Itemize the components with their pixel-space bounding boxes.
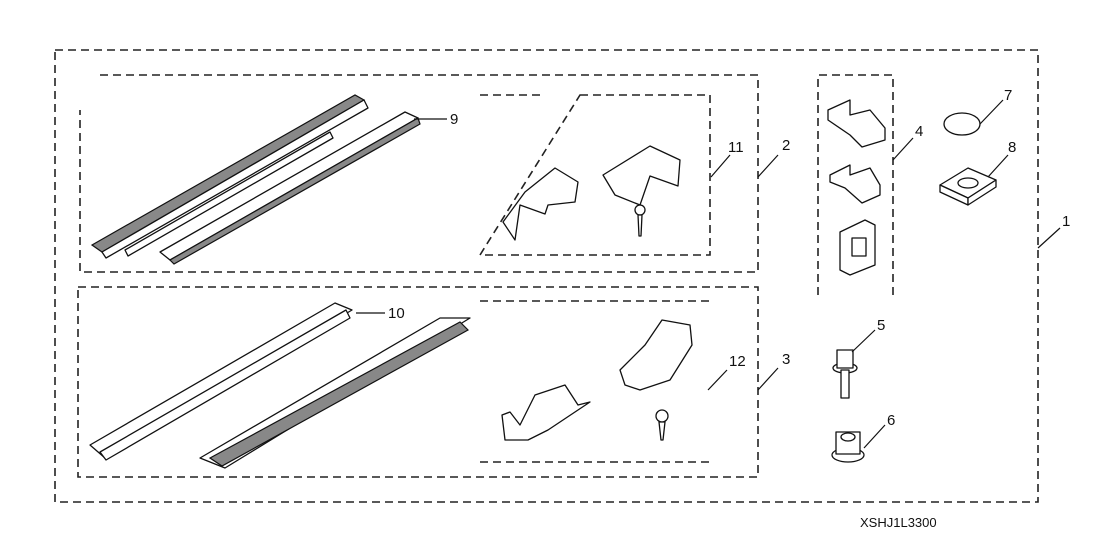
callout-2: 2 xyxy=(782,137,790,154)
callout-12: 12 xyxy=(729,353,746,370)
end-cap-set-11 xyxy=(502,145,681,241)
leader-12 xyxy=(707,369,728,391)
leader-8 xyxy=(987,154,1009,178)
callout-7: 7 xyxy=(1004,87,1012,104)
lower-rails-10 xyxy=(89,302,471,469)
square-washer-8 xyxy=(939,167,997,206)
upper-rails-9 xyxy=(90,94,421,265)
callout-9: 9 xyxy=(450,111,458,128)
bracket-set-4 xyxy=(827,99,886,276)
leader-11 xyxy=(710,154,731,178)
figure-code: XSHJ1L3300 xyxy=(860,515,937,530)
callout-4: 4 xyxy=(915,123,923,140)
callout-5: 5 xyxy=(877,317,885,334)
group-boundary-3 xyxy=(77,286,759,478)
leader-6 xyxy=(863,424,886,449)
leader-3 xyxy=(757,367,779,391)
group-boundary-11 xyxy=(478,94,711,256)
group-boundary-2 xyxy=(79,74,759,273)
flange-nut-6 xyxy=(831,431,865,463)
callout-3: 3 xyxy=(782,351,790,368)
leader-7 xyxy=(979,99,1004,125)
callout-8: 8 xyxy=(1008,139,1016,156)
flange-bolt-5 xyxy=(832,349,858,399)
callout-10: 10 xyxy=(388,305,405,322)
callout-11: 11 xyxy=(728,139,744,156)
callout-6: 6 xyxy=(887,412,895,429)
group-boundary-4 xyxy=(817,74,894,295)
leader-1 xyxy=(1037,227,1061,249)
leader-2 xyxy=(757,154,779,178)
kit-boundary-1 xyxy=(54,49,1039,503)
end-cap-set-12 xyxy=(501,319,693,441)
round-cap-7 xyxy=(943,112,981,136)
leader-4 xyxy=(892,137,914,161)
callout-1: 1 xyxy=(1062,213,1070,230)
leader-5 xyxy=(851,329,876,353)
